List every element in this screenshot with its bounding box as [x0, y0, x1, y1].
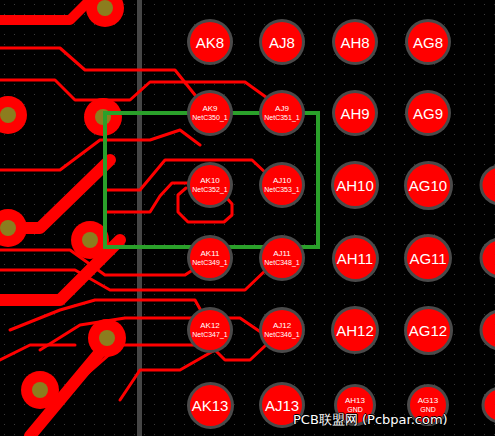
- pad-name: AG8: [413, 35, 443, 50]
- pad-name: AJ12: [273, 322, 291, 330]
- traces: [0, 0, 282, 436]
- pad-name: AK10: [200, 177, 220, 185]
- pad-name: AK12: [200, 322, 220, 330]
- net-name: NetC351_1: [264, 114, 299, 121]
- net-name: NetC352_1: [192, 186, 227, 193]
- pad-name: AH9: [340, 106, 369, 121]
- net-name: NetC346_1: [264, 331, 299, 338]
- pad-name: AJ10: [273, 177, 291, 185]
- net-name: NetC348_1: [264, 259, 299, 266]
- net-name: GND: [347, 406, 363, 413]
- net-name: NetC347_1: [192, 331, 227, 338]
- bga-pad: AK11NetC349_1: [190, 238, 230, 278]
- highlight-box: [105, 113, 318, 247]
- bga-pad: AH10: [334, 164, 376, 206]
- pad-name: AJ13: [265, 398, 299, 413]
- bga-pad: AK10NetC352_1: [190, 165, 230, 205]
- pad-name: AJ8: [269, 35, 295, 50]
- bga-pad: AK8: [190, 22, 230, 62]
- bga-pad: AK9NetC350_1: [190, 93, 230, 133]
- watermark: PCB联盟网 (Pcbpar.com): [293, 411, 448, 429]
- net-name: NetC353_1: [264, 186, 299, 193]
- bga-pad: AJ8: [262, 22, 302, 62]
- pad-name: AK8: [196, 35, 224, 50]
- pad-name: AH8: [340, 35, 369, 50]
- bga-pad: AJ10NetC353_1: [262, 165, 302, 205]
- pad-name: AJ9: [275, 105, 289, 113]
- bga-pad: AK12NetC347_1: [190, 310, 230, 350]
- pad-name: AH10: [336, 178, 374, 193]
- pad-name: AK9: [202, 105, 217, 113]
- pad-name: AG13: [418, 397, 438, 405]
- vias: [0, 0, 126, 409]
- bga-pad: AH8: [335, 22, 375, 62]
- pad-name: AH12: [336, 323, 374, 338]
- bga-pad: AH11: [335, 238, 376, 279]
- pad-name: AK11: [201, 250, 220, 258]
- bga-pad: AG9: [408, 93, 448, 133]
- pad-name: AH13: [345, 397, 365, 405]
- net-name: NetC350_1: [192, 114, 227, 121]
- bga-pad: AJ11NetC348_1: [262, 238, 302, 278]
- bga-pad: AJ12NetC346_1: [262, 310, 302, 350]
- bga-pad: AJ9NetC351_1: [262, 93, 302, 133]
- pad-name: AH11: [337, 251, 373, 266]
- pad-name: AG9: [413, 106, 443, 121]
- bga-pad: AH9: [335, 93, 375, 133]
- bga-pad: AK13: [190, 385, 231, 426]
- bga-pad: AH12: [334, 309, 376, 351]
- bga-pad: AG10: [407, 164, 450, 207]
- net-name: GND: [420, 406, 436, 413]
- pad-name: AJ11: [273, 250, 291, 258]
- bga-pad: AG11: [407, 237, 449, 279]
- net-name: NetC349_1: [192, 259, 227, 266]
- pad-name: AG12: [409, 323, 447, 338]
- bga-pad: AG12: [407, 309, 450, 352]
- pad-name: AG10: [409, 178, 447, 193]
- bga-pad: AG8: [408, 22, 448, 62]
- partial-pads: [481, 166, 495, 422]
- pad-name: AK13: [192, 398, 229, 413]
- pad-name: AG11: [409, 251, 446, 266]
